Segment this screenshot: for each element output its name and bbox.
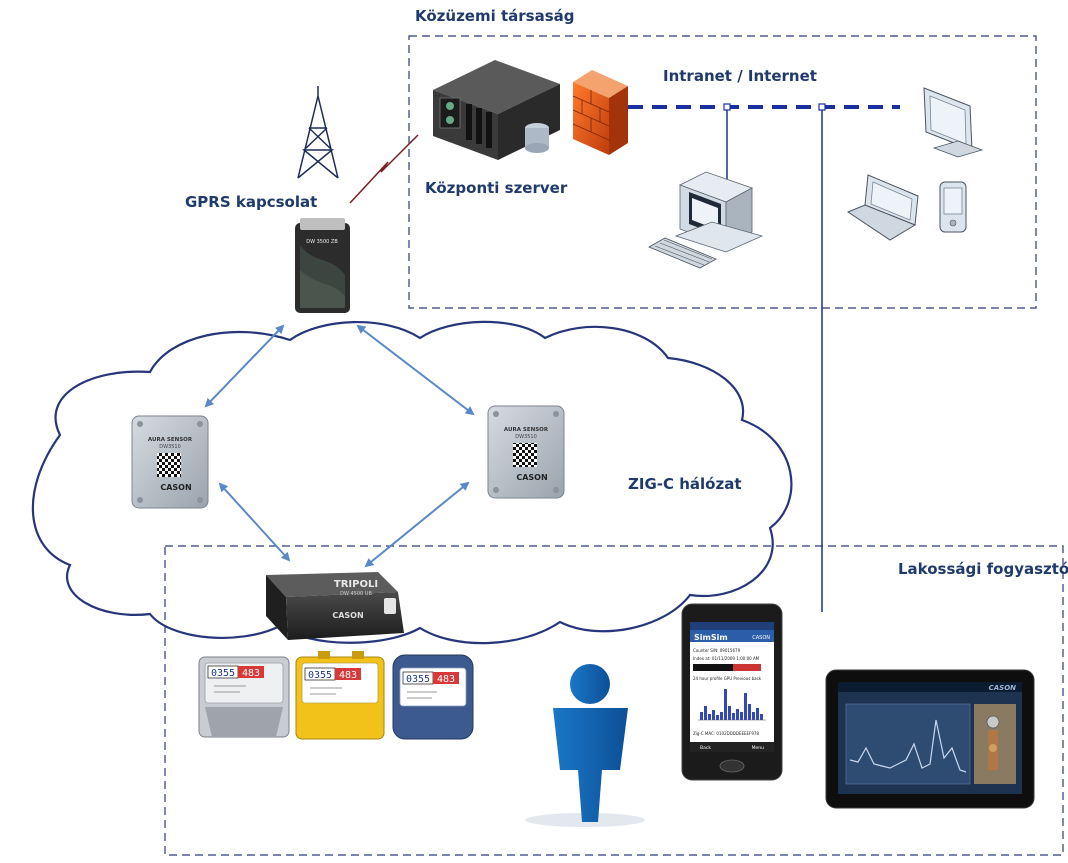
aura-sensor-left: AURA SENSOR DW3510 CASON (131, 415, 209, 509)
qr-code-icon (513, 443, 537, 467)
workstation-icon (648, 171, 764, 269)
zigc-network-label: ZIG-C hálózat (628, 475, 742, 493)
gas-meter-yellow: 0355 483 (295, 651, 385, 740)
tripoli-name-label: TRIPOLI (334, 579, 378, 590)
sensor-brand-label: AURA SENSOR (504, 427, 549, 433)
firewall-icon (572, 70, 628, 155)
meter-reading-black: 0355 (406, 674, 430, 685)
intranet-internet-label: Intranet / Internet (663, 67, 817, 85)
phone-index-line: Index at: 01/11/2009 1:00:00 AM (693, 656, 760, 661)
phone-chart (700, 689, 763, 720)
tablet-brand-label: CASON (989, 684, 1017, 692)
meter-reading-red: 483 (437, 674, 455, 685)
qr-code-icon (157, 453, 181, 477)
meter-reading-black: 0355 (308, 670, 332, 681)
cell-tower-icon (297, 86, 339, 179)
network-junction (723, 103, 731, 111)
sensor-maker-label: CASON (516, 473, 547, 482)
sensor-model-label: DW3510 (159, 444, 181, 450)
link-arrow (356, 324, 475, 416)
tablet-chart-line (849, 719, 967, 773)
gprs-connection-label: GPRS kapcsolat (185, 193, 318, 211)
monitor-icon (923, 87, 984, 158)
utility-company-box (408, 35, 1037, 309)
residential-consumer-label: Lakossági fogyasztó (898, 560, 1068, 578)
meter-reading-red: 483 (242, 668, 260, 679)
gprs-gateway-device: DW 3500 ZB (295, 218, 350, 313)
utility-company-label: Közüzemi társaság (415, 7, 575, 25)
laptop-icon (846, 174, 919, 241)
smartphone-device: SimSim CASON Counter S/N: 09015679 Index… (681, 603, 783, 781)
phone-menu-softkey[interactable]: Menu (752, 745, 765, 751)
tripoli-model-label: DW 4500 UB (340, 591, 372, 597)
aura-sensor-right: AURA SENSOR DW3510 CASON (487, 405, 565, 499)
sensor-model-label: DW3510 (515, 434, 537, 440)
residential-consumer-box (164, 545, 1064, 856)
meter-reading-red: 483 (339, 670, 357, 681)
sensor-brand-label: AURA SENSOR (148, 437, 193, 443)
gprs-signal-icon (349, 134, 419, 204)
phone-mac-line: Zig-C MAC: 0102DDDDEEEEF978 (693, 731, 759, 736)
link-arrow (204, 324, 285, 408)
phone-brand-label: CASON (752, 635, 770, 641)
link-arrow (364, 481, 470, 568)
person-icon (525, 664, 645, 827)
gateway-model-label: DW 3500 ZB (306, 239, 338, 245)
central-server-icon (433, 60, 560, 160)
sensor-maker-label: CASON (160, 483, 191, 492)
gas-meter-blue: 0355 483 (392, 654, 474, 740)
central-server-label: Központi szerver (425, 179, 568, 197)
phone-counter-line: Counter S/N: 09015679 (693, 648, 741, 653)
phone-profile-line: 24 hour profile GPU Previous back (693, 676, 762, 681)
link-arrow (218, 482, 291, 562)
tablet-device: CASON (825, 669, 1035, 809)
network-junction (818, 103, 826, 111)
phone-app-title: SimSim (694, 633, 728, 642)
gas-meter-grey: 0355 483 (198, 656, 290, 738)
phone-back-softkey[interactable]: Back (700, 745, 711, 751)
tripoli-module: TRIPOLI DW 4500 UB CASON (266, 572, 404, 640)
pda-icon (939, 181, 967, 233)
tripoli-maker-label: CASON (332, 611, 363, 620)
meter-reading-black: 0355 (211, 668, 235, 679)
